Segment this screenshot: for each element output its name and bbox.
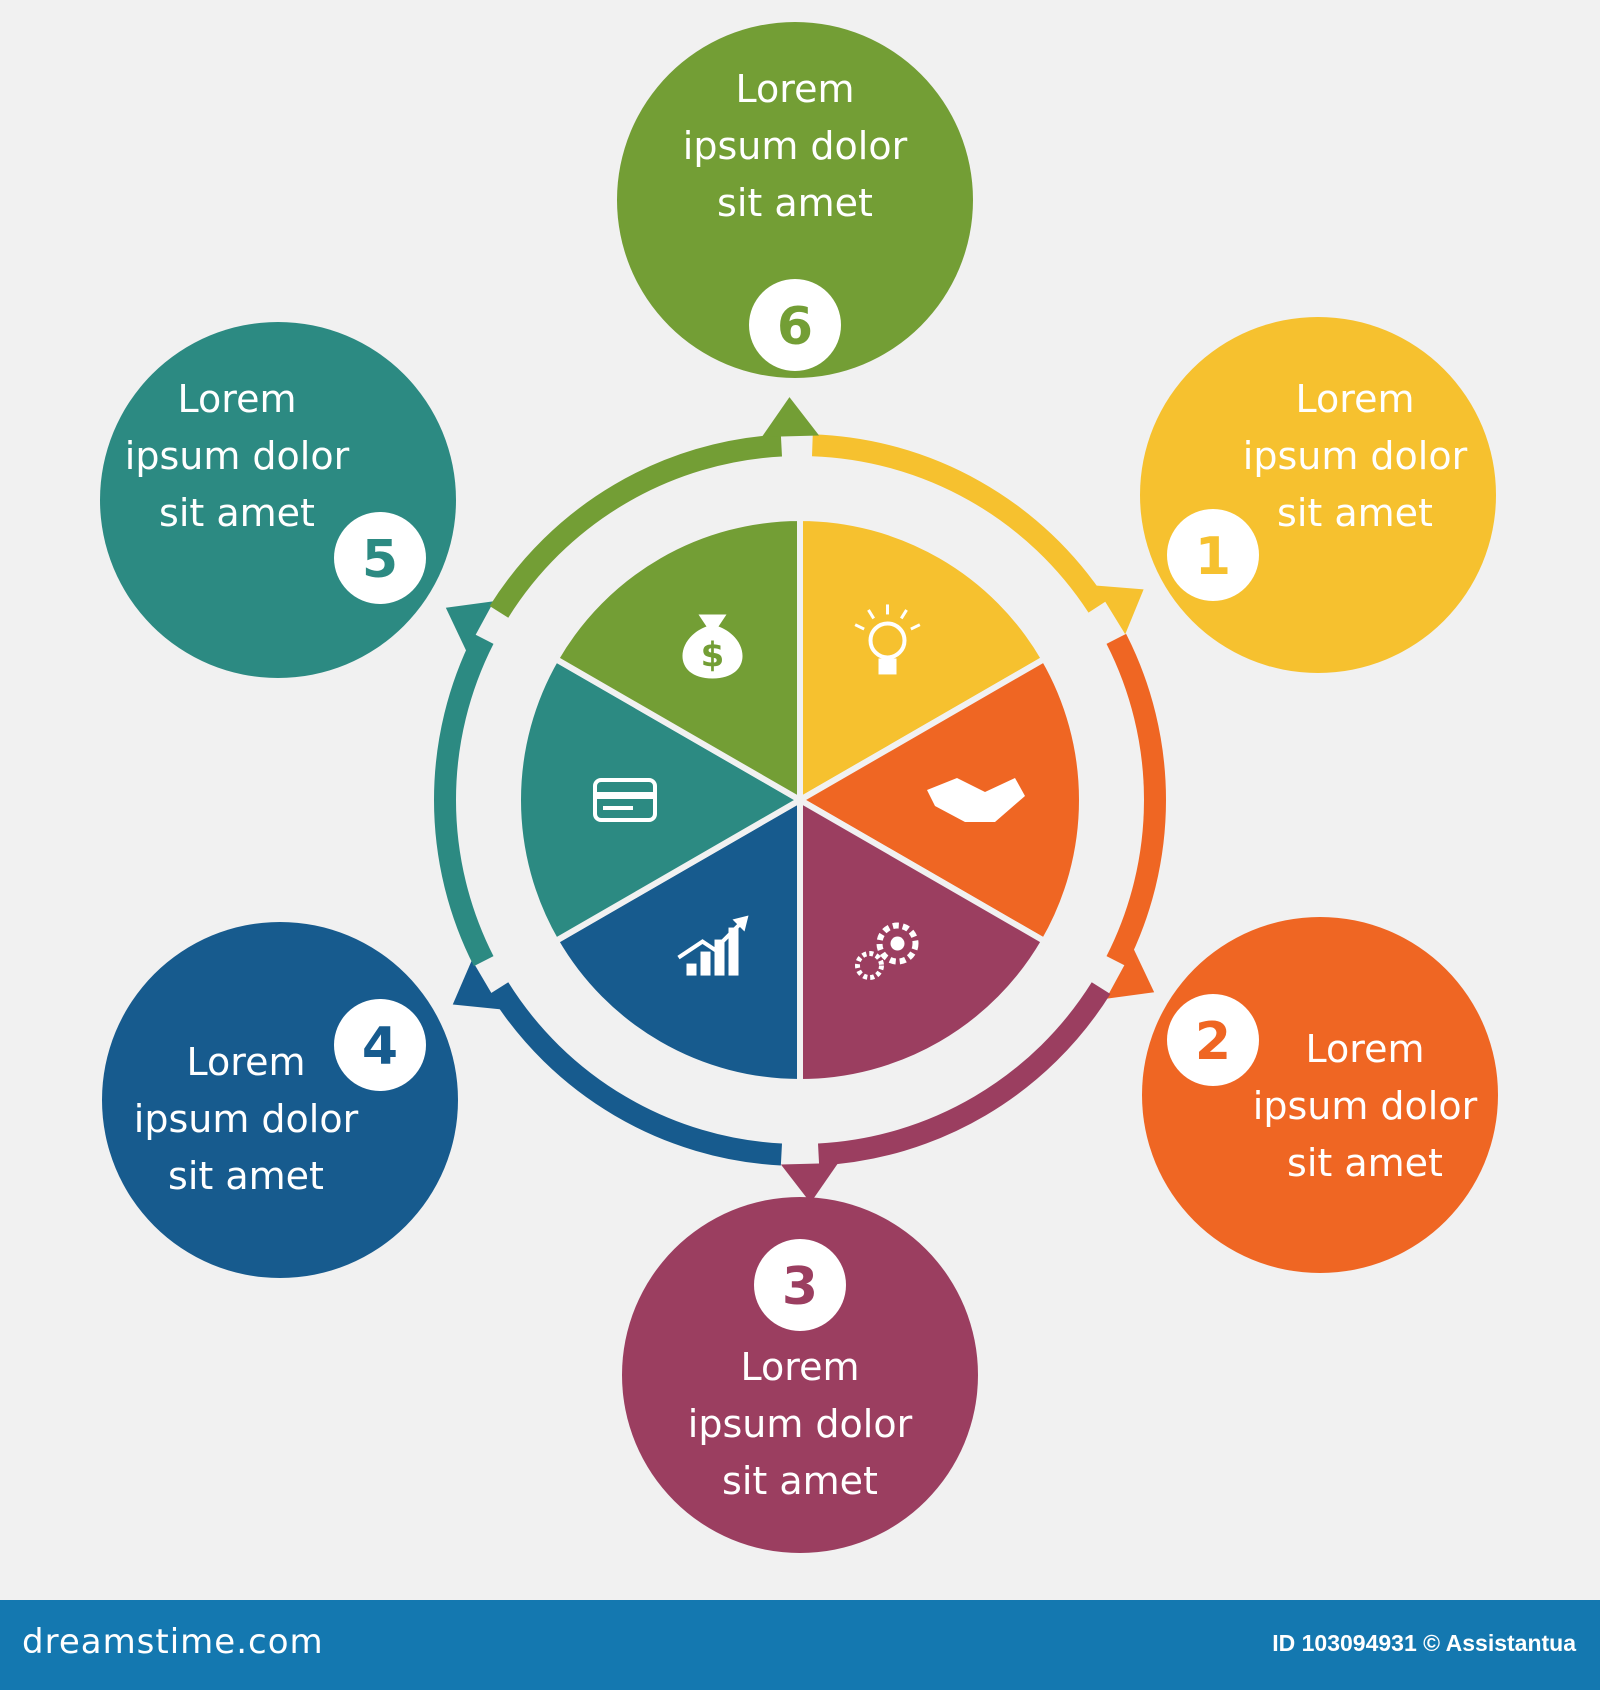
step-number-5: 5 bbox=[362, 530, 398, 590]
pie-slice-3 bbox=[797, 797, 1048, 1085]
step-6-text-line: sit amet bbox=[717, 181, 873, 225]
step-number-badge bbox=[1167, 994, 1259, 1086]
step-number-6: 6 bbox=[777, 297, 813, 357]
step-3-text-line: Lorem bbox=[741, 1345, 860, 1389]
step-1-text-line: Lorem bbox=[1296, 377, 1415, 421]
handshake-icon bbox=[927, 778, 1025, 822]
step-number-badge bbox=[754, 1239, 846, 1331]
step-number-badge bbox=[1167, 509, 1259, 601]
step-4-text-line: sit amet bbox=[168, 1154, 324, 1198]
step-4-text-line: ipsum dolor bbox=[134, 1097, 359, 1141]
arrowhead-1 bbox=[1095, 585, 1144, 635]
step-bubble-2: Lorem ipsum dolor sit amet 2 bbox=[1142, 917, 1498, 1273]
arrow-ring bbox=[434, 397, 1167, 1203]
gears-icon bbox=[855, 922, 919, 981]
step-number-badge bbox=[334, 512, 426, 604]
step-number-2: 2 bbox=[1195, 1012, 1231, 1072]
ring-arc-1 bbox=[811, 434, 1107, 613]
bubble-circle bbox=[622, 1197, 978, 1553]
step-bubble-5: Lorem ipsum dolor sit amet 5 bbox=[100, 322, 456, 678]
step-5-text-line: Lorem bbox=[178, 377, 297, 421]
ring-arc-3 bbox=[817, 982, 1111, 1166]
step-4-text-line: Lorem bbox=[187, 1040, 306, 1084]
step-3-text-line: ipsum dolor bbox=[688, 1402, 913, 1446]
step-bubble-1: Lorem ipsum dolor sit amet 1 bbox=[1140, 317, 1496, 673]
step-number-badge bbox=[334, 999, 426, 1091]
step-5-text-line: ipsum dolor bbox=[125, 434, 350, 478]
ring-arc-4 bbox=[489, 982, 783, 1166]
step-1-text-line: ipsum dolor bbox=[1243, 434, 1468, 478]
ring-arc-6 bbox=[489, 434, 783, 618]
step-2-text-line: sit amet bbox=[1287, 1141, 1443, 1185]
svg-text:$: $ bbox=[701, 635, 725, 675]
step-1-text-line: sit amet bbox=[1277, 491, 1433, 535]
bubble-circle bbox=[617, 22, 973, 378]
step-5-text-line: sit amet bbox=[159, 491, 315, 535]
step-bubble-4: Lorem ipsum dolor sit amet 4 bbox=[102, 922, 458, 1278]
pie-slice-4 bbox=[552, 797, 803, 1085]
pie-slice-5 bbox=[515, 656, 803, 944]
lightbulb-icon bbox=[854, 604, 921, 675]
pie-slice-6 bbox=[552, 515, 803, 803]
money-bag-icon: $ bbox=[682, 614, 743, 679]
step-3-text-line: sit amet bbox=[722, 1459, 878, 1503]
ring-arc-2 bbox=[1106, 633, 1167, 967]
arrowhead-6 bbox=[761, 397, 820, 437]
step-number-3: 3 bbox=[782, 1257, 818, 1317]
arrowhead-2 bbox=[1106, 948, 1155, 999]
arrowhead-5 bbox=[445, 601, 494, 652]
step-bubble-3: Lorem ipsum dolor sit amet 3 bbox=[622, 1197, 978, 1553]
step-bubble-6: Lorem ipsum dolor sit amet 6 bbox=[617, 22, 973, 378]
footer-bar: dreamstime.com ID 103094931 © Assistantu… bbox=[0, 1600, 1600, 1690]
pie-slice-1 bbox=[797, 515, 1048, 803]
arrowhead-4 bbox=[452, 960, 502, 1010]
step-number-badge bbox=[749, 279, 841, 371]
arrowhead-3 bbox=[780, 1163, 839, 1203]
growth-chart-icon bbox=[677, 915, 749, 976]
brand-logo-text[interactable]: dreamstime.com bbox=[22, 1622, 324, 1662]
step-2-text-line: ipsum dolor bbox=[1253, 1084, 1478, 1128]
center-pie: $ bbox=[515, 515, 1085, 1085]
step-number-4: 4 bbox=[362, 1017, 398, 1077]
step-2-text-line: Lorem bbox=[1306, 1027, 1425, 1071]
stock-id-text: ID 103094931 © Assistantua bbox=[1272, 1630, 1576, 1656]
step-6-text-line: ipsum dolor bbox=[683, 124, 908, 168]
credit-card-icon bbox=[593, 778, 657, 822]
ring-arc-5 bbox=[434, 633, 494, 967]
step-6-text-line: Lorem bbox=[736, 67, 855, 111]
step-number-1: 1 bbox=[1195, 527, 1231, 587]
